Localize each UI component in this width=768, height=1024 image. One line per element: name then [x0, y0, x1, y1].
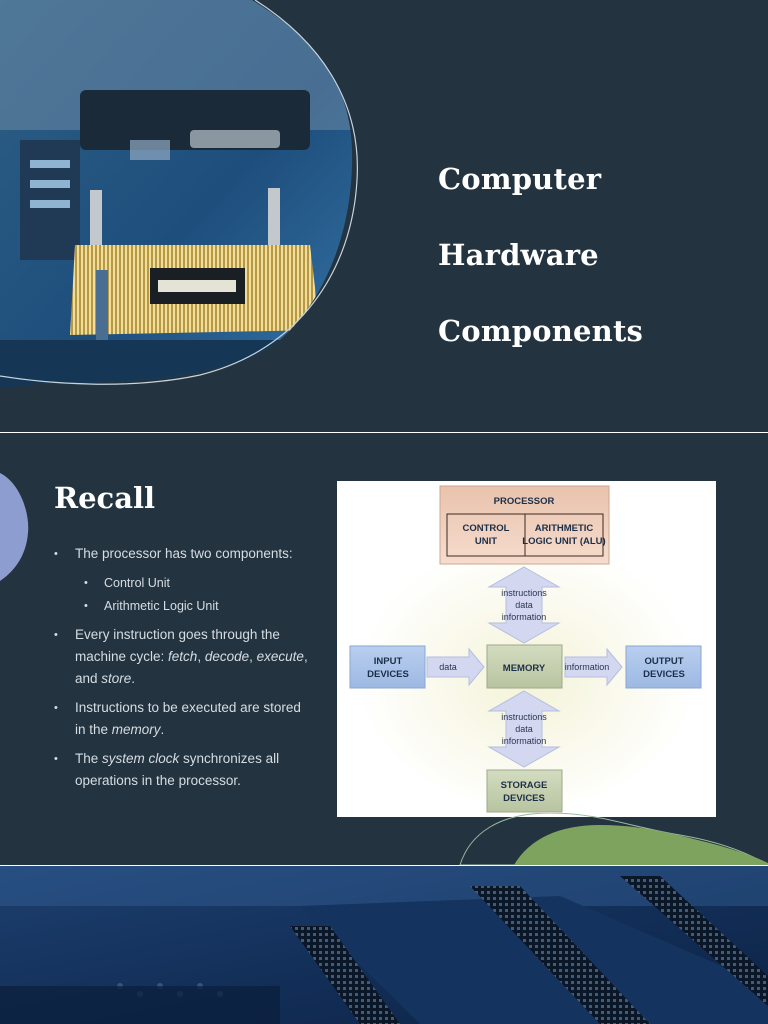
top-double-arrow [487, 566, 561, 644]
computer-architecture-diagram: PROCESSOR CONTROL UNIT ARITHMETIC LOGIC … [337, 481, 716, 817]
term-store: store [101, 671, 132, 686]
output-devices-box [625, 645, 702, 689]
sub-bullet-alu: Arithmetic Logic Unit [54, 595, 314, 617]
input-devices-box [349, 645, 426, 689]
term-memory: memory [111, 722, 161, 737]
top-arrow-label-1: instructions [501, 588, 547, 598]
bullet-processor-components: The processor has two components: [54, 543, 314, 565]
period: . [131, 671, 136, 686]
input-label-1: INPUT [374, 656, 403, 667]
memory-photo-slide [0, 866, 768, 1024]
title-line-1: Computer [438, 162, 602, 196]
bullet-machine-cycle: Every instruction goes through the machi… [54, 624, 314, 690]
bottom-arrow-label-3: information [502, 736, 547, 746]
information-arrow-label: information [565, 662, 610, 672]
period: . [160, 722, 165, 737]
processor-label: PROCESSOR [494, 496, 555, 507]
title-line-2: Hardware [438, 238, 599, 272]
term-decode: decode [204, 649, 250, 664]
circuit-board-photo [0, 0, 358, 388]
bullet-memory: Instructions to be executed are stored i… [54, 697, 314, 741]
output-label-1: OUTPUT [644, 656, 683, 667]
bullet-system-clock: The system clock synchronizes all operat… [54, 748, 314, 792]
alu-label-1: ARITHMETIC [535, 523, 594, 534]
decorative-green-wave [459, 813, 768, 865]
data-arrow [426, 647, 485, 687]
term-system-clock: system clock [102, 751, 180, 766]
control-unit-label-1: CONTROL [463, 523, 510, 534]
information-arrow [564, 647, 623, 687]
top-arrow-label-3: information [502, 612, 547, 622]
separator: , [197, 649, 205, 664]
clock-text-pre: The [75, 751, 103, 766]
decorative-blue-blob [0, 473, 29, 581]
title-slide: Computer Hardware Components [0, 0, 768, 432]
slide-title: Recall [54, 481, 156, 515]
recall-slide: Recall The processor has two components:… [0, 433, 768, 865]
sub-bullet-control-unit: Control Unit [54, 572, 314, 594]
memory-box [486, 644, 563, 689]
term-execute: execute [256, 649, 304, 664]
bottom-arrow-label-2: data [515, 724, 533, 734]
separator: , and [75, 649, 308, 686]
separator: , [249, 649, 257, 664]
data-arrow-label: data [439, 662, 457, 672]
presentation-title: Computer Hardware Components [438, 122, 738, 388]
term-fetch: fetch [168, 649, 198, 664]
title-line-3: Components [438, 314, 644, 348]
memory-label: MEMORY [503, 663, 546, 674]
memory-module-photo [0, 866, 768, 1024]
input-label-2: DEVICES [367, 669, 409, 680]
storage-label-2: DEVICES [503, 793, 545, 804]
bullet-list: The processor has two components: Contro… [54, 543, 314, 799]
clock-text-post: synchronizes all operations in the proce… [75, 751, 280, 788]
alu-label-2: LOGIC UNIT (ALU) [522, 536, 605, 547]
memory-text: Instructions to be executed are stored i… [75, 700, 301, 737]
machine-cycle-text: Every instruction goes through the machi… [75, 627, 280, 664]
storage-devices-box [486, 769, 563, 813]
storage-label-1: STORAGE [501, 780, 548, 791]
top-arrow-label-2: data [515, 600, 533, 610]
control-unit-label-2: UNIT [475, 536, 497, 547]
bottom-double-arrow [487, 690, 561, 768]
output-label-2: DEVICES [643, 669, 685, 680]
bottom-arrow-label-1: instructions [501, 712, 547, 722]
